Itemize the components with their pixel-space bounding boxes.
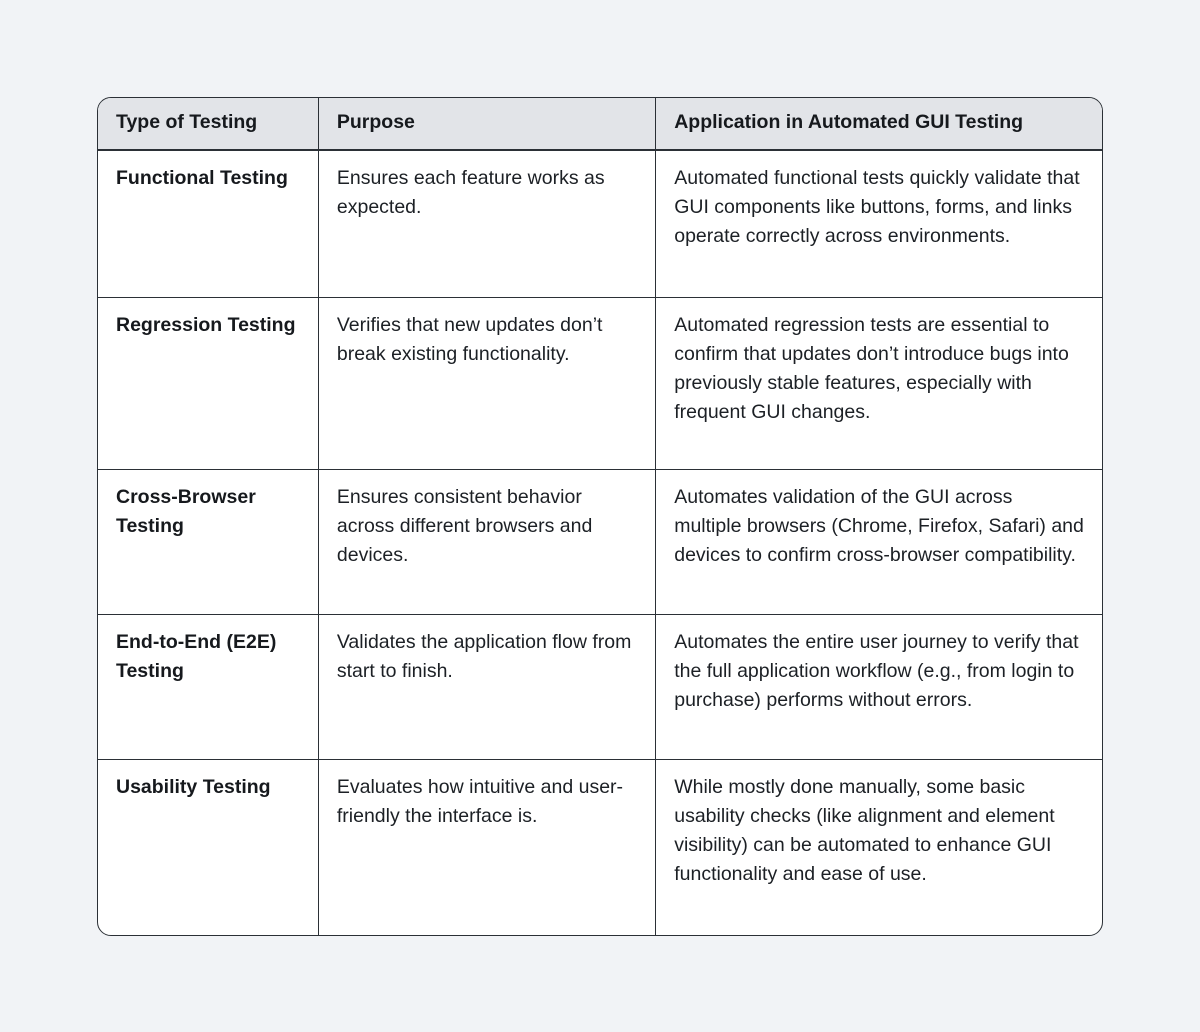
cell-type: Cross-Browser Testing	[98, 469, 318, 614]
cell-purpose: Evaluates how intuitive and user-friendl…	[317, 759, 656, 935]
cell-type: Functional Testing	[116, 167, 288, 189]
cell-application: Automated regression tests are essential…	[655, 297, 1102, 469]
cell-application: Automated functional tests quickly valid…	[655, 151, 1102, 297]
testing-types-table: Type of Testing Purpose Application in A…	[97, 97, 1103, 936]
table-row-usability-testing: Usability Testing Evaluates how intuitiv…	[98, 759, 1102, 935]
cell-type: Regression Testing	[98, 297, 318, 469]
cell-purpose: Ensures consistent behavior across diffe…	[317, 469, 656, 614]
cell-purpose: Ensures each feature works as expected.	[317, 151, 655, 297]
column-header-application: Application in Automated GUI Testing	[655, 98, 1102, 151]
testing-table: Type of Testing Purpose Application in A…	[98, 98, 1102, 935]
table-row-functional-testing: Functional Testing Ensures each feature …	[98, 151, 1102, 297]
header-row: Type of Testing Purpose Application in A…	[98, 98, 1102, 151]
cell-application: Automates validation of the GUI across m…	[655, 469, 1102, 614]
table-row-end-to-end-testing: End-to-End (E2E) Testing Validates the a…	[98, 614, 1102, 759]
cell-application: While mostly done manually, some basic u…	[655, 759, 1102, 935]
cell-purpose: Verifies that new updates don’t break ex…	[317, 297, 656, 469]
table-row-regression-testing: Regression Testing Verifies that new upd…	[98, 297, 1102, 469]
table-header: Type of Testing Purpose Application in A…	[98, 98, 1102, 151]
table-row-cross-browser-testing: Cross-Browser Testing Ensures consistent…	[98, 469, 1102, 614]
cell-type: End-to-End (E2E) Testing	[98, 614, 318, 759]
cell-purpose: Validates the application flow from star…	[317, 614, 656, 759]
column-header-type-of-testing: Type of Testing	[98, 98, 318, 151]
column-header-purpose: Purpose	[317, 98, 656, 151]
cell-type: Usability Testing	[98, 759, 318, 935]
cell-application: Automates the entire user journey to ver…	[655, 614, 1102, 759]
